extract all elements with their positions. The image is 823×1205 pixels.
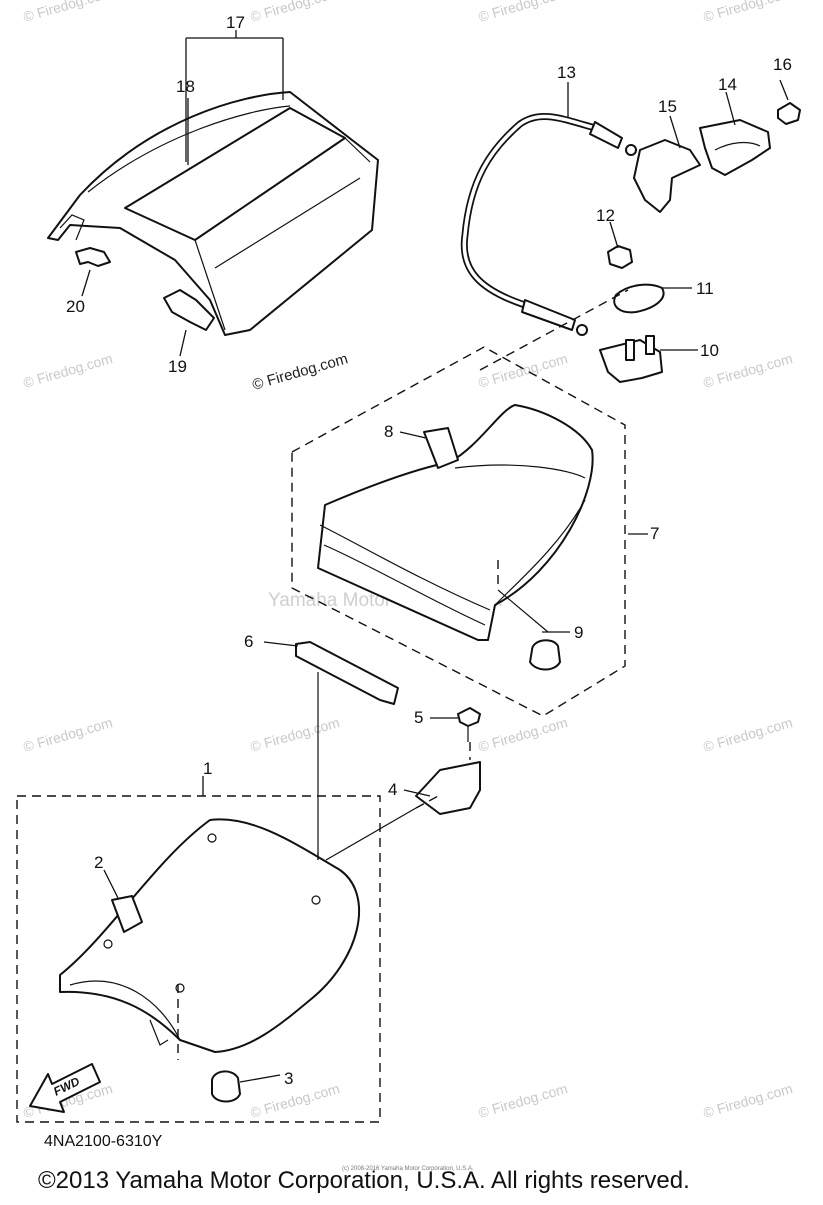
part-label-10: 10 [700, 341, 719, 360]
part-label-6: 6 [244, 632, 253, 651]
part-label-12: 12 [596, 206, 615, 225]
lock-assembly-14 [699, 119, 771, 176]
part-label-11: 11 [696, 279, 714, 298]
watermark: © Firedog.com [248, 0, 341, 25]
watermark: © Firedog.com [701, 1080, 794, 1121]
rear-seat [317, 404, 594, 641]
part-label-4: 4 [388, 780, 397, 799]
assembly-7-boundary [291, 346, 626, 717]
part-label-7: 7 [650, 524, 659, 543]
diagram-code: 4NA2100-6310Y [44, 1133, 163, 1150]
copyright-notice: ©2013 Yamaha Motor Corporation, U.S.A. A… [38, 1167, 690, 1194]
part-label-1: 1 [203, 759, 212, 778]
fine-print: (c) 2008-2016 Yamaha Motor Corporation, … [342, 1166, 474, 1172]
watermark: © Firedog.com [476, 350, 569, 391]
part-label-15: 15 [658, 97, 677, 116]
bracket-20 [75, 247, 111, 267]
damper-9 [529, 639, 561, 671]
bracket-19 [163, 289, 215, 331]
lock-bracket-15 [633, 139, 701, 213]
watermark: © Firedog.com [21, 0, 114, 25]
part-label-9: 9 [574, 623, 583, 642]
part-label-19: 19 [168, 357, 187, 376]
part-label-2: 2 [94, 853, 103, 872]
watermark: © Firedog.com [248, 714, 341, 755]
bolt-16 [777, 102, 801, 125]
plate-11 [613, 283, 665, 314]
watermark: © Firedog.com [21, 350, 114, 391]
strap-2 [111, 895, 143, 933]
watermark: © Firedog.com [476, 714, 569, 755]
part-label-18: 18 [176, 77, 195, 96]
seat-lock-cable [460, 112, 637, 336]
watermark: © Firedog.com [21, 714, 114, 755]
nut-12 [607, 245, 633, 269]
guide-lines [81, 30, 789, 1083]
assembly-1-boundary [16, 795, 381, 1123]
part-label-16: 16 [773, 55, 792, 74]
watermark: © Firedog.com [248, 1080, 341, 1121]
strap-8 [423, 427, 459, 469]
band-6 [295, 641, 399, 705]
seat-cowl [47, 91, 379, 336]
part-number-labels: 1 2 3 4 5 6 7 8 9 10 11 12 13 14 15 16 1… [66, 13, 792, 1088]
part-label-5: 5 [414, 708, 423, 727]
watermark: © Firedog.com [701, 0, 794, 25]
part-label-14: 14 [718, 75, 737, 94]
bolt-5 [457, 707, 481, 727]
center-watermark: © Firedog.com [250, 350, 349, 394]
part-label-20: 20 [66, 297, 85, 316]
watermark: © Firedog.com [476, 0, 569, 25]
fwd-arrow: FWD [29, 1063, 101, 1113]
bracket-4 [415, 761, 481, 815]
damper-3 [211, 1070, 241, 1103]
part-label-3: 3 [284, 1069, 293, 1088]
watermark: © Firedog.com [701, 714, 794, 755]
part-label-13: 13 [557, 63, 576, 82]
part-label-17: 17 [226, 13, 245, 32]
front-seat [59, 818, 361, 1053]
watermark: © Firedog.com [476, 1080, 569, 1121]
part-label-8: 8 [384, 422, 393, 441]
